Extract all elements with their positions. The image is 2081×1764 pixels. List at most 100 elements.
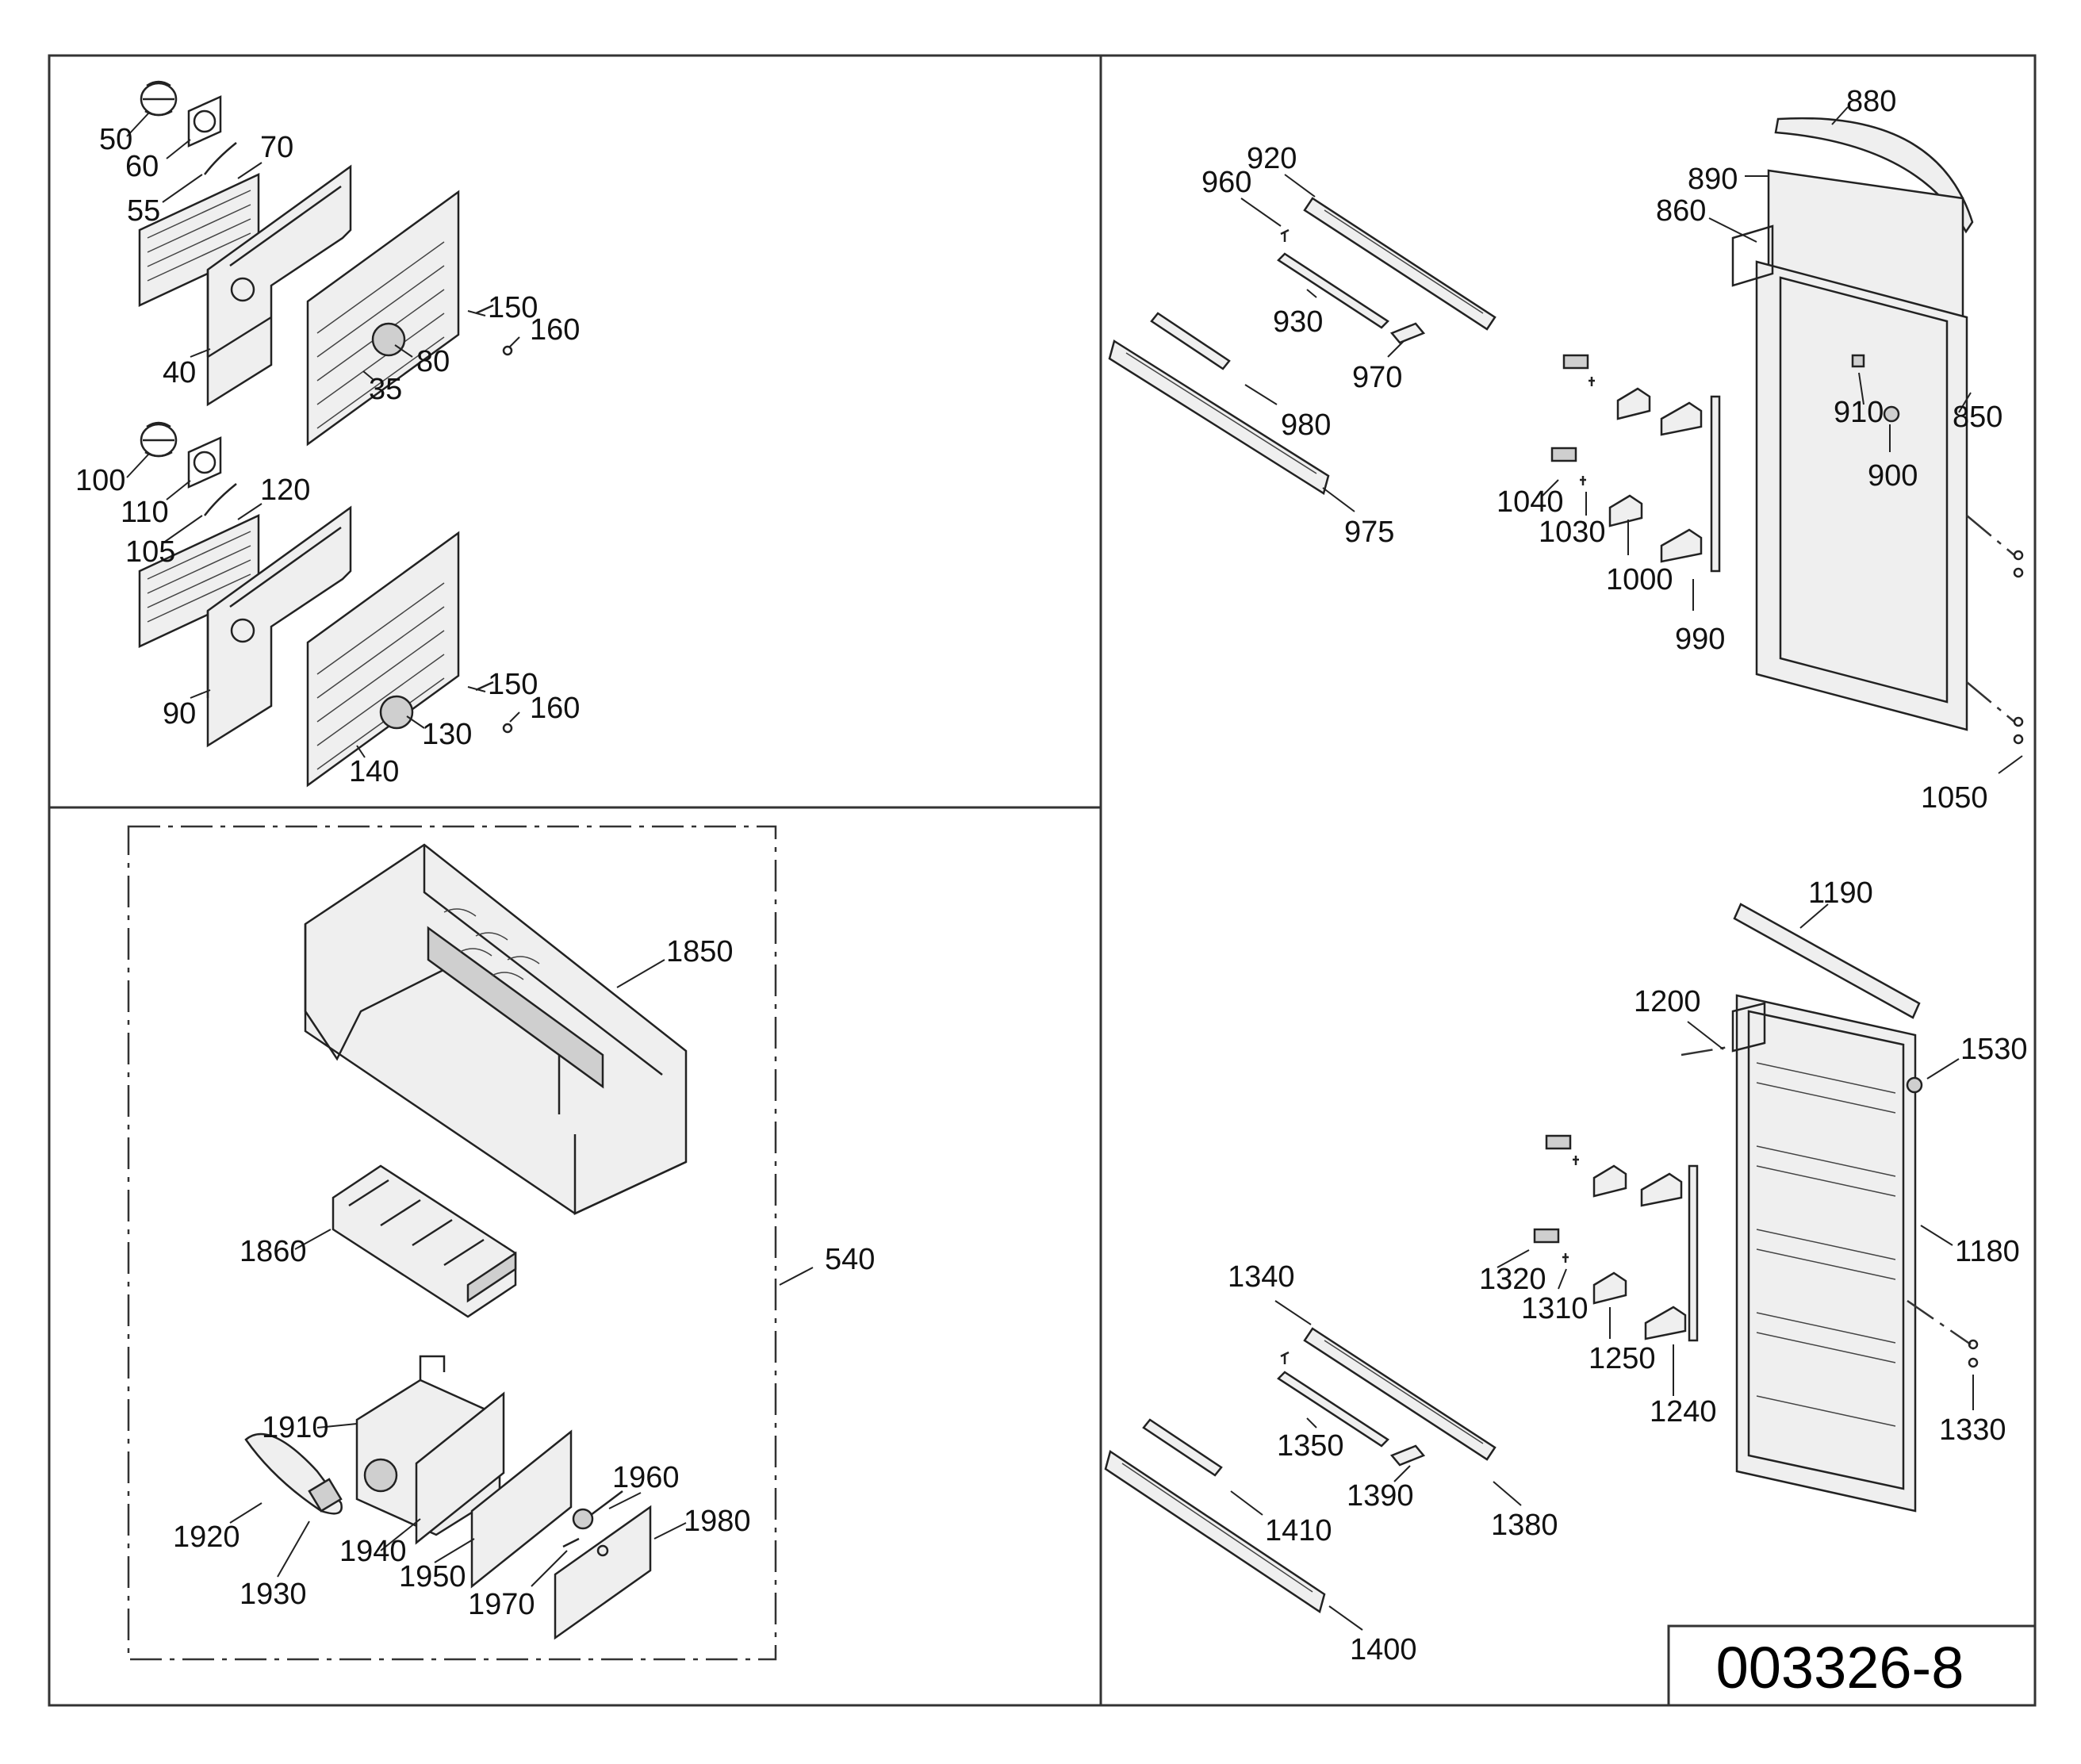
label-1350: 1350 (1277, 1429, 1344, 1463)
label-1050: 1050 (1921, 781, 1988, 815)
label-1340: 1340 (1228, 1260, 1295, 1294)
cover-upper (206, 164, 352, 407)
label-70: 70 (260, 131, 293, 164)
label-1910: 1910 (262, 1411, 329, 1444)
label-1310: 1310 (1521, 1292, 1589, 1325)
label-1330: 1330 (1939, 1413, 2006, 1447)
assembly-boundary (127, 825, 777, 1661)
label-120: 120 (260, 474, 310, 507)
fridge-door-panel (1731, 994, 1917, 1513)
freezer-door-frame (1731, 224, 1968, 731)
dispenser-paddle (244, 1432, 343, 1515)
label-1240: 1240 (1650, 1395, 1717, 1428)
door-handle-freezer (1710, 395, 1721, 573)
label-150: 150 (488, 291, 538, 324)
rail-980 (1150, 312, 1231, 370)
label-1400: 1400 (1350, 1633, 1417, 1666)
panel-freezer-door: 880 890 860 850 910 900 920 960 930 970 … (1108, 85, 2024, 815)
label-130: 130 (422, 718, 472, 751)
label-150-lower: 150 (488, 668, 538, 701)
label-1040: 1040 (1497, 485, 1564, 519)
label-1850: 1850 (666, 935, 734, 968)
label-80: 80 (416, 345, 450, 378)
evaporator-plate-lower (306, 531, 460, 788)
door-handle-fridge (1688, 1164, 1699, 1342)
label-1320: 1320 (1479, 1263, 1546, 1296)
drawing-number: 003326-8 (1716, 1635, 1964, 1701)
panel-evaporator-covers: 50 60 55 70 40 150 160 80 35 100 110 105… (75, 80, 580, 788)
label-1950: 1950 (399, 1560, 466, 1593)
label-1940: 1940 (339, 1535, 407, 1568)
label-90: 90 (163, 697, 196, 731)
label-1410: 1410 (1265, 1514, 1332, 1547)
label-140: 140 (349, 755, 399, 788)
label-910: 910 (1834, 396, 1884, 429)
door-top-trim-fridge (1733, 903, 1921, 1019)
leader-lines-ice (229, 959, 814, 1587)
label-60: 60 (125, 150, 159, 183)
label-1980: 1980 (684, 1505, 751, 1538)
label-880: 880 (1846, 85, 1896, 118)
label-100: 100 (75, 464, 125, 497)
label-930: 930 (1273, 305, 1323, 339)
label-850: 850 (1953, 401, 2002, 434)
label-990: 990 (1675, 623, 1725, 656)
label-1000: 1000 (1606, 563, 1673, 596)
bushing-900 (1883, 405, 1900, 423)
leader-lines-fridge (1230, 903, 1974, 1631)
label-1200: 1200 (1634, 985, 1701, 1018)
label-160-lower: 160 (530, 692, 580, 725)
label-1860: 1860 (240, 1235, 307, 1268)
hinge-set-fridge (1533, 1134, 1687, 1340)
label-1380: 1380 (1491, 1509, 1558, 1542)
long-rail-975 (1108, 339, 1330, 495)
label-55: 55 (127, 194, 160, 228)
label-980: 980 (1281, 408, 1331, 442)
ice-housing (304, 843, 688, 1215)
label-40: 40 (163, 356, 196, 389)
hinge-rail-upper (1303, 197, 1497, 331)
label-105: 105 (125, 535, 175, 569)
fan-icon (140, 80, 178, 117)
label-900: 900 (1868, 459, 1918, 493)
shaft-930 (1277, 252, 1389, 329)
label-1030: 1030 (1539, 516, 1606, 549)
label-1960: 1960 (612, 1461, 680, 1494)
door-top-trim (1774, 117, 1974, 234)
label-1930: 1930 (240, 1578, 307, 1611)
label-110: 110 (121, 496, 169, 529)
label-970: 970 (1352, 361, 1402, 394)
label-1970: 1970 (468, 1588, 535, 1621)
lower-cover-group (138, 421, 513, 788)
control-board (415, 1391, 505, 1545)
label-1190: 1190 (1808, 876, 1873, 910)
label-50: 50 (99, 123, 132, 156)
label-975: 975 (1344, 516, 1394, 549)
fan-icon (140, 421, 178, 458)
rail-1410 (1142, 1418, 1223, 1477)
label-890: 890 (1688, 163, 1738, 196)
face-plate (554, 1505, 652, 1640)
title-block: 003326-8 (1667, 1624, 2037, 1707)
label-1530: 1530 (1960, 1033, 2028, 1066)
panel-fridge-door: 1190 1200 1530 1180 1340 1320 1310 1250 … (1104, 876, 2028, 1666)
clip-910 (1851, 354, 1865, 368)
evaporator-plate-upper (306, 190, 460, 447)
label-920: 920 (1247, 142, 1297, 175)
upper-cover-group (138, 80, 513, 447)
label-860: 860 (1656, 194, 1706, 228)
cover-lower (206, 505, 352, 748)
shaft-1350 (1277, 1371, 1389, 1448)
label-1390: 1390 (1347, 1479, 1414, 1513)
label-960: 960 (1201, 166, 1251, 199)
cap-1530 (1906, 1076, 1923, 1094)
drawing-frame (48, 54, 2037, 1707)
label-1250: 1250 (1589, 1342, 1656, 1375)
leader-lines-freezer (1240, 106, 2023, 774)
label-1180: 1180 (1955, 1235, 2020, 1268)
knob-icon (572, 1490, 623, 1530)
cover-plate (470, 1429, 573, 1589)
ice-tray (332, 1164, 517, 1318)
label-35: 35 (369, 373, 402, 406)
